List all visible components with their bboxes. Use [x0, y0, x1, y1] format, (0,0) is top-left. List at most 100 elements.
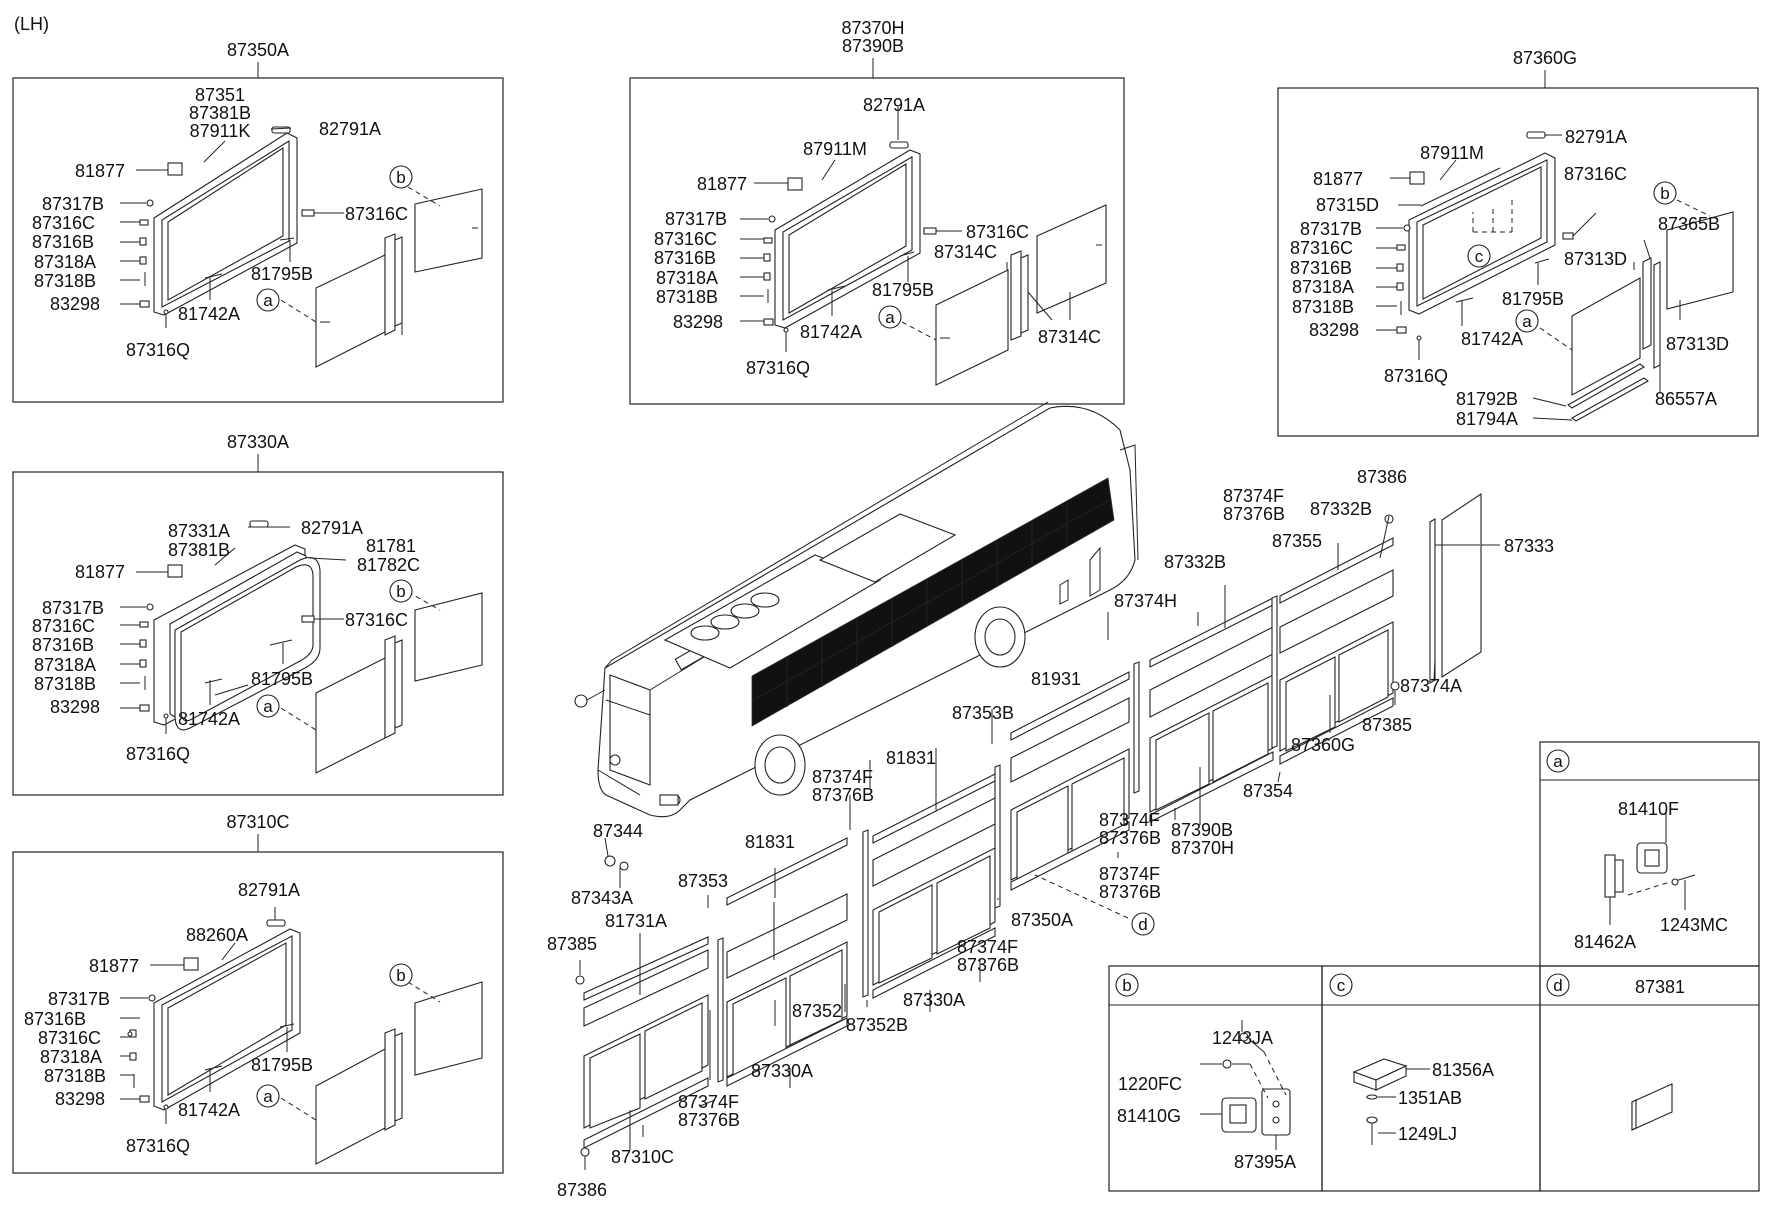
callout-a-letter: a — [1522, 312, 1532, 331]
roof-unit — [663, 554, 882, 669]
label-87381b: 87381B — [168, 540, 230, 560]
label-87317b: 87317B — [1300, 219, 1362, 239]
label-87332b: 87332B — [1164, 552, 1226, 572]
label-87316c: 87316C — [654, 229, 717, 249]
callout-a-letter: a — [263, 697, 273, 716]
callout-b — [389, 165, 413, 189]
label-87318a: 87318A — [34, 252, 96, 272]
detail-b-letter: b — [1122, 976, 1131, 995]
label-87353: 87353 — [678, 871, 728, 891]
label-87385: 87385 — [547, 934, 597, 954]
label-83298: 83298 — [50, 294, 100, 314]
label-87316c: 87316C — [32, 616, 95, 636]
label-87318a: 87318A — [40, 1047, 102, 1067]
label-87318b: 87318B — [34, 674, 96, 694]
bus-illustration — [574, 401, 1139, 818]
label-81795b: 81795B — [1502, 289, 1564, 309]
label-87353b: 87353B — [952, 703, 1014, 723]
label-87376b: 87376B — [812, 785, 874, 805]
label-87316c-b: 87316C — [345, 204, 408, 224]
label-87315d: 87315D — [1316, 195, 1379, 215]
label-87317b: 87317B — [665, 209, 727, 229]
side-windows — [751, 477, 1115, 727]
label-81877: 81877 — [75, 161, 125, 181]
label-81781: 81781 — [366, 536, 416, 556]
label-1243mc: 1243MC — [1660, 915, 1728, 935]
label-1351ab: 1351AB — [1398, 1088, 1462, 1108]
label-81742a: 81742A — [800, 322, 862, 342]
label-87316q: 87316Q — [126, 340, 190, 360]
label-81410g: 81410G — [1117, 1106, 1181, 1126]
label-87316q: 87316Q — [126, 1136, 190, 1156]
label-87351: 87351 — [195, 85, 245, 105]
label-83298: 83298 — [673, 312, 723, 332]
label-81410f: 81410F — [1618, 799, 1679, 819]
label-87374f-f: 87374F — [678, 1092, 739, 1112]
label-87333: 87333 — [1504, 536, 1554, 556]
detail-box-d: d 87381 — [1539, 965, 1760, 1192]
label-87313d: 87313D — [1564, 249, 1627, 269]
detail-c-letter: c — [1337, 976, 1346, 995]
label-87395a: 87395A — [1234, 1152, 1296, 1172]
label-81877: 81877 — [89, 956, 139, 976]
label-87374f-d: 87374F — [1099, 864, 1160, 884]
detail-box-c: c 81356A 1351AB 1249LJ — [1321, 965, 1541, 1192]
panel-title: 87310C — [226, 812, 289, 832]
label-81831-b: 81831 — [886, 748, 936, 768]
glass-a — [315, 254, 386, 368]
label-87355: 87355 — [1272, 531, 1322, 551]
label-87317b: 87317B — [42, 598, 104, 618]
label-81462a: 81462A — [1574, 932, 1636, 952]
label-81795b: 81795B — [251, 264, 313, 284]
label-87376b-b: 87376B — [1099, 828, 1161, 848]
label-87316b: 87316B — [1290, 258, 1352, 278]
callout-b-letter: b — [1660, 184, 1669, 203]
label-82791a: 82791A — [1565, 127, 1627, 147]
label-87331a: 87331A — [168, 521, 230, 541]
label-81742a: 81742A — [178, 709, 240, 729]
callout-a-letter: a — [885, 308, 895, 327]
label-87316q: 87316Q — [1384, 366, 1448, 386]
label-83298: 83298 — [50, 697, 100, 717]
callout-b-letter: b — [396, 582, 405, 601]
label-81931: 81931 — [1031, 669, 1081, 689]
label-82791a: 82791A — [319, 119, 381, 139]
label-81731a: 81731A — [605, 911, 667, 931]
window-frame — [153, 132, 298, 316]
label-87318b: 87318B — [1292, 297, 1354, 317]
label-81877: 81877 — [697, 174, 747, 194]
label-81877: 81877 — [75, 562, 125, 582]
label-87330a-b: 87330A — [751, 1061, 813, 1081]
label-87316b: 87316B — [24, 1009, 86, 1029]
label-87352b: 87352B — [846, 1015, 908, 1035]
label-81792b: 81792B — [1456, 389, 1518, 409]
callout-a-letter: a — [263, 1087, 273, 1106]
label-82791a: 82791A — [238, 880, 300, 900]
label-86557a: 86557A — [1655, 389, 1717, 409]
part-81877 — [167, 162, 183, 176]
label-87316c-b: 87316C — [345, 610, 408, 630]
label-81742a: 81742A — [178, 1100, 240, 1120]
label-87374f: 87374F — [812, 767, 873, 787]
label-1243ja: 1243JA — [1212, 1028, 1273, 1048]
label-87381b: 87381B — [189, 103, 251, 123]
label-81795b: 81795B — [872, 280, 934, 300]
label-87386: 87386 — [1357, 467, 1407, 487]
label-81877: 81877 — [1313, 169, 1363, 189]
panel-title: 87360G — [1513, 48, 1577, 68]
label-87316q: 87316Q — [126, 744, 190, 764]
detail-box-a: a 81410F 81462A 1243MC — [1539, 741, 1760, 967]
label-87354: 87354 — [1243, 781, 1293, 801]
label-87318a: 87318A — [34, 655, 96, 675]
panel-87350a: 87350A — [12, 40, 504, 403]
label-87318a: 87318A — [656, 268, 718, 288]
label-87374f-b: 87374F — [1099, 810, 1160, 830]
label-87317b: 87317B — [42, 194, 104, 214]
label-87350a: 87350A — [1011, 910, 1073, 930]
label-83298: 83298 — [1309, 320, 1359, 340]
label-81742a: 81742A — [1461, 329, 1523, 349]
side-indicator: (LH) — [14, 14, 49, 34]
label-87316c-b: 87316C — [1564, 164, 1627, 184]
callout-a — [256, 288, 280, 312]
